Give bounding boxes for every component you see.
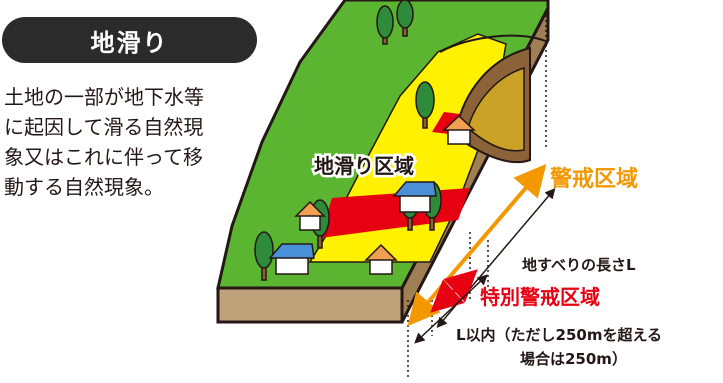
warning-zone-label: 警戒区域 bbox=[549, 166, 638, 192]
limit-label-line2: 場合は250m） bbox=[520, 350, 627, 368]
description-line: 象又はこれに伴って移 bbox=[4, 145, 203, 169]
soil-front bbox=[216, 286, 404, 324]
landslide-zone-label: 地滑り区域 bbox=[314, 154, 414, 178]
house-icon bbox=[294, 200, 326, 231]
scarp-top-edge bbox=[439, 34, 549, 53]
title-text: 地滑り bbox=[90, 28, 169, 57]
limit-arrow bbox=[414, 274, 488, 344]
length-label: 地すべりの長さL bbox=[522, 256, 636, 274]
title-badge: 地滑り bbox=[2, 17, 257, 63]
tree-icon bbox=[396, 0, 414, 37]
tree-icon bbox=[254, 231, 274, 281]
special-warning-label: 特別警戒区域 bbox=[480, 285, 600, 309]
tree-icon bbox=[376, 5, 394, 45]
house-icon bbox=[442, 114, 476, 145]
scarp-inner bbox=[467, 66, 525, 152]
house-icon bbox=[364, 243, 398, 275]
description-line: 動する自然現象。 bbox=[4, 175, 164, 199]
limit-label-line1: L以内（ただし250mを超える bbox=[456, 326, 662, 344]
description-line: に起因して滑る自然現 bbox=[4, 115, 204, 139]
description: 土地の一部が地下水等 に起因して滑る自然現 象又はこれに伴って移 動する自然現象… bbox=[4, 82, 264, 202]
tree-icon bbox=[415, 81, 435, 129]
house-icon bbox=[268, 243, 315, 275]
description-line: 土地の一部が地下水等 bbox=[4, 85, 204, 109]
